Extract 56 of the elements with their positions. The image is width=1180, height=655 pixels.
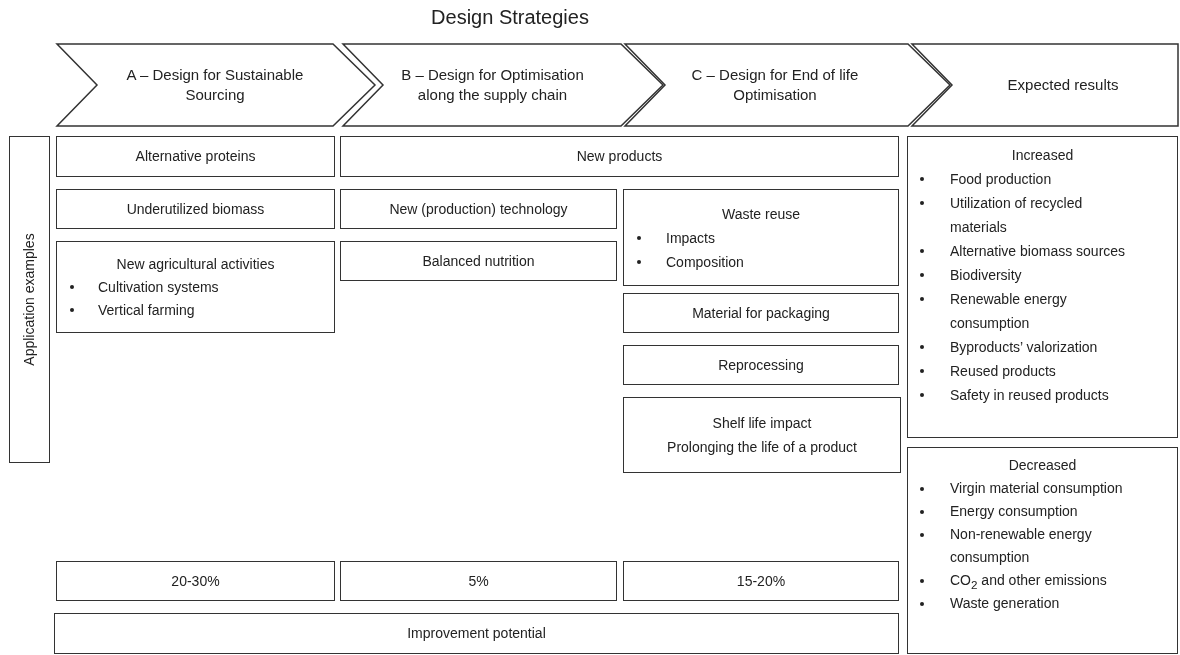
box-label: Balanced nutrition xyxy=(422,251,535,271)
list-box xyxy=(623,189,899,286)
list-item-text: Energy consumption xyxy=(950,502,1079,521)
list-box xyxy=(56,241,335,333)
list-item-text: Safety in reused products xyxy=(950,386,1110,405)
example-box xyxy=(340,241,617,281)
list-item-text: Virgin material consumption xyxy=(950,479,1124,498)
list-item-text: Utilization of recycled materials xyxy=(950,194,1084,237)
list-item-text: Biodiversity xyxy=(950,266,1023,285)
strategy-heading: A – Design for Sustainable Sourcing xyxy=(125,65,305,105)
list-item-text: Cultivation systems xyxy=(98,277,220,297)
list-item-text: Composition xyxy=(666,252,745,272)
side-label: Application examples xyxy=(20,233,38,366)
box-label: Reprocessing xyxy=(718,355,804,375)
example-box xyxy=(623,561,899,601)
box-label: Decreased xyxy=(1008,456,1077,475)
box-label: Improvement potential xyxy=(407,624,546,643)
box-label: Shelf life impact xyxy=(712,414,812,433)
list-item-text: Alternative biomass sources xyxy=(950,242,1127,261)
example-box xyxy=(56,189,335,229)
box-label: New (production) technology xyxy=(389,199,568,219)
box-label: New products xyxy=(576,147,663,166)
example-box xyxy=(623,345,899,385)
strategy-heading: C – Design for End of life Optimisation xyxy=(690,65,860,105)
box-label: Alternative proteins xyxy=(135,147,256,166)
example-box xyxy=(623,293,899,333)
list-item-text: Waste generation xyxy=(950,594,1061,613)
strategy-heading: B – Design for Optimisation along the supply chain xyxy=(400,65,585,105)
list-item-text: Reused products xyxy=(950,362,1057,381)
box-label: 15-20% xyxy=(736,571,786,591)
side-label-box xyxy=(9,136,50,463)
list-item-text: Vertical farming xyxy=(98,300,196,320)
strategy-heading: Expected results xyxy=(1006,75,1120,95)
box-label: Underutilized biomass xyxy=(126,199,265,219)
list-item-text: Food production xyxy=(950,170,1053,189)
list-box xyxy=(907,136,1178,438)
box-label: 20-30% xyxy=(171,571,220,591)
box-label: Prolonging the life of a product xyxy=(667,438,857,457)
box-label: Waste reuse xyxy=(721,204,801,224)
box-label: Material for packaging xyxy=(692,303,830,323)
list-item-text: Byproducts’ valorization xyxy=(950,338,1099,357)
list-box xyxy=(907,447,1178,654)
list-item-text: Impacts xyxy=(666,228,716,248)
example-box xyxy=(340,189,617,229)
example-box xyxy=(340,136,899,177)
example-box xyxy=(56,561,335,601)
list-item-text: CO$_{2}$ and other emissions xyxy=(950,571,1108,592)
diagram-title: Design Strategies xyxy=(430,6,590,29)
box-label: Increased xyxy=(1011,146,1074,165)
box-label: New agricultural activities xyxy=(116,254,275,274)
example-box xyxy=(54,613,899,654)
example-box xyxy=(623,397,901,473)
example-box xyxy=(340,561,617,601)
example-box xyxy=(56,136,335,177)
box-label: 5% xyxy=(468,571,489,591)
list-item-text: Renewable energy consumption xyxy=(950,290,1068,333)
